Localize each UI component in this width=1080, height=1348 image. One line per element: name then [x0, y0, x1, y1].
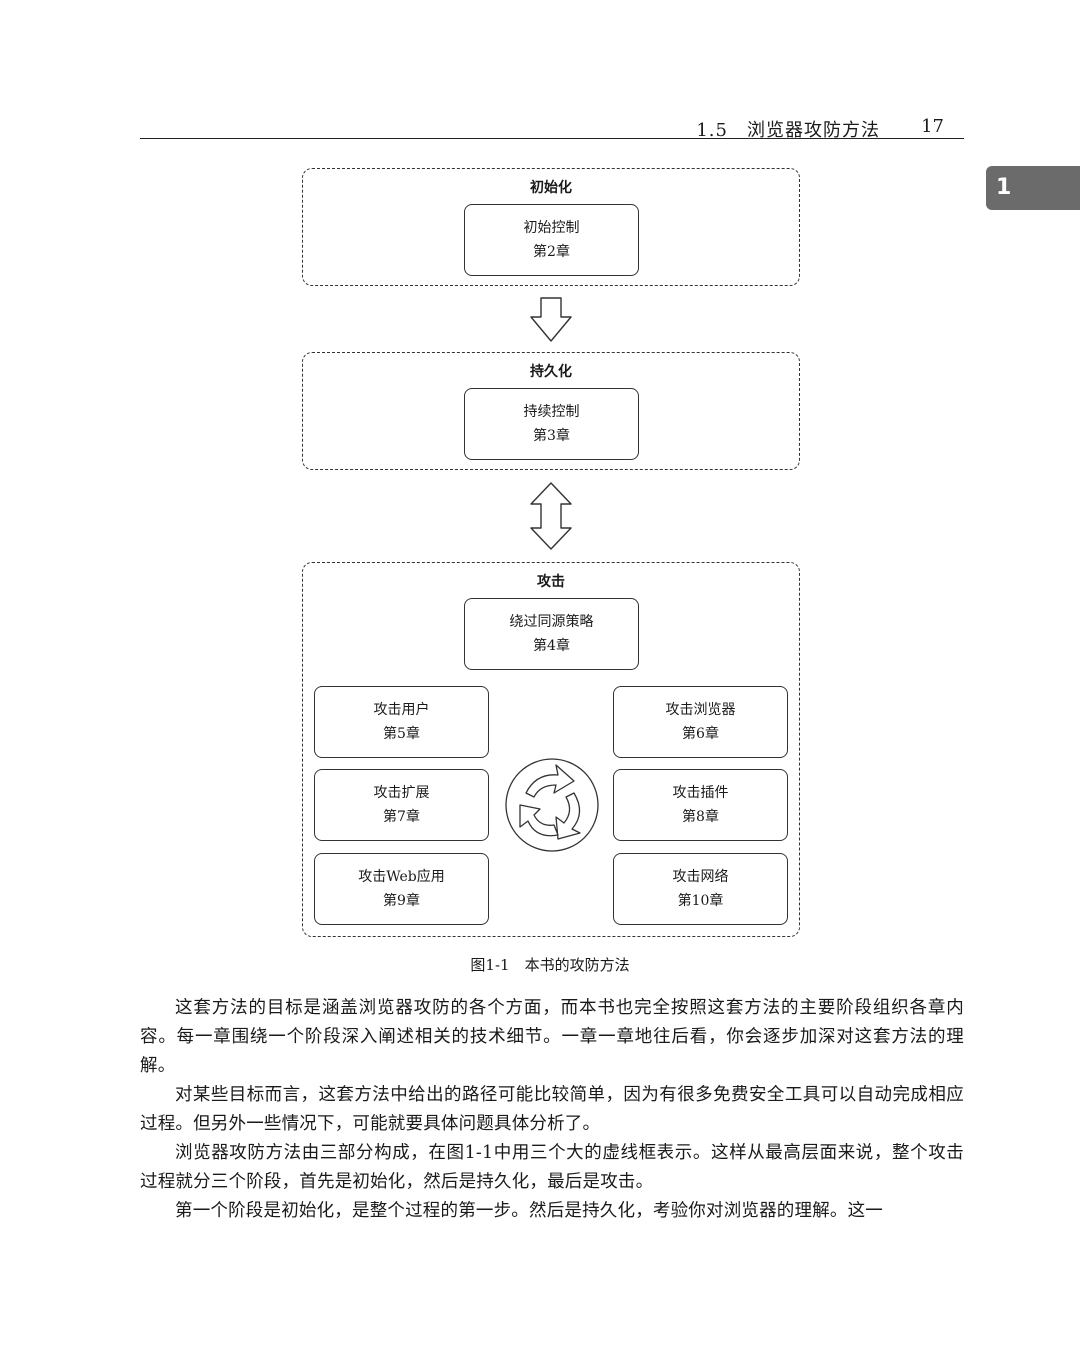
box-name: 攻击浏览器: [665, 702, 736, 718]
box-name: 攻击插件: [672, 785, 729, 801]
body-text: 这套方法的目标是涵盖浏览器攻防的各个方面，而本书也完全按照这套方法的主要阶段组织…: [140, 994, 964, 1226]
double-arrow-icon: [530, 482, 572, 550]
box-name: 攻击Web应用: [358, 869, 445, 885]
header-section-title: 1.5 浏览器攻防方法: [696, 120, 880, 141]
chapter-box-attack-plugins: 攻击插件 第8章: [613, 769, 788, 841]
paragraph: 对某些目标而言，这套方法中给出的路径可能比较简单，因为有很多免费安全工具可以自动…: [140, 1085, 964, 1134]
box-name: 持续控制: [523, 404, 580, 420]
stage-title: 持久化: [530, 364, 572, 380]
box-name: 初始控制: [523, 220, 580, 236]
header-page-number: 17: [921, 116, 944, 137]
paragraph: 浏览器攻防方法由三部分构成，在图1-1中用三个大的虚线框表示。这样从最高层面来说…: [140, 1143, 964, 1192]
chapter-box-attack-users: 攻击用户 第5章: [314, 686, 489, 758]
stage-init: 初始化 初始控制 第2章: [302, 168, 800, 286]
box-chapter: 第2章: [533, 244, 570, 260]
chapter-thumb-tab: 1: [986, 166, 1080, 210]
chapter-box-initial-control: 初始控制 第2章: [464, 204, 639, 276]
box-chapter: 第8章: [682, 809, 719, 825]
chapter-box-attack-extensions: 攻击扩展 第7章: [314, 769, 489, 841]
figure-caption: 图1-1 本书的攻防方法: [470, 956, 630, 974]
stage-attack: 攻击 绕过同源策略 第4章 攻击用户 第5章 攻击浏览器 第6章 攻击扩展 第7…: [302, 562, 800, 937]
cycle-arrows-icon: [505, 758, 599, 852]
chapter-box-attack-networks: 攻击网络 第10章: [613, 853, 788, 925]
box-chapter: 第9章: [383, 893, 420, 909]
box-chapter: 第7章: [383, 809, 420, 825]
box-name: 攻击扩展: [373, 785, 430, 801]
stage-title: 初始化: [530, 180, 572, 196]
chapter-box-bypass-sop: 绕过同源策略 第4章: [464, 598, 639, 670]
paragraph: 这套方法的目标是涵盖浏览器攻防的各个方面，而本书也完全按照这套方法的主要阶段组织…: [140, 998, 964, 1076]
chapter-box-attack-browsers: 攻击浏览器 第6章: [613, 686, 788, 758]
box-name: 绕过同源策略: [509, 614, 594, 630]
box-chapter: 第10章: [677, 893, 724, 909]
stage-title: 攻击: [537, 574, 565, 590]
box-chapter: 第6章: [682, 726, 719, 742]
chapter-box-attack-web-apps: 攻击Web应用 第9章: [314, 853, 489, 925]
chapter-box-persistent-control: 持续控制 第3章: [464, 388, 639, 460]
box-name: 攻击网络: [672, 869, 729, 885]
box-chapter: 第3章: [533, 428, 570, 444]
stage-persist: 持久化 持续控制 第3章: [302, 352, 800, 470]
box-chapter: 第5章: [383, 726, 420, 742]
down-arrow-icon: [530, 297, 572, 342]
box-chapter: 第4章: [533, 638, 570, 654]
paragraph: 第一个阶段是初始化，是整个过程的第一步。然后是持久化，考验你对浏览器的理解。这一: [175, 1201, 883, 1221]
box-name: 攻击用户: [373, 702, 430, 718]
running-header: 1.5 浏览器攻防方法 17: [140, 112, 964, 141]
